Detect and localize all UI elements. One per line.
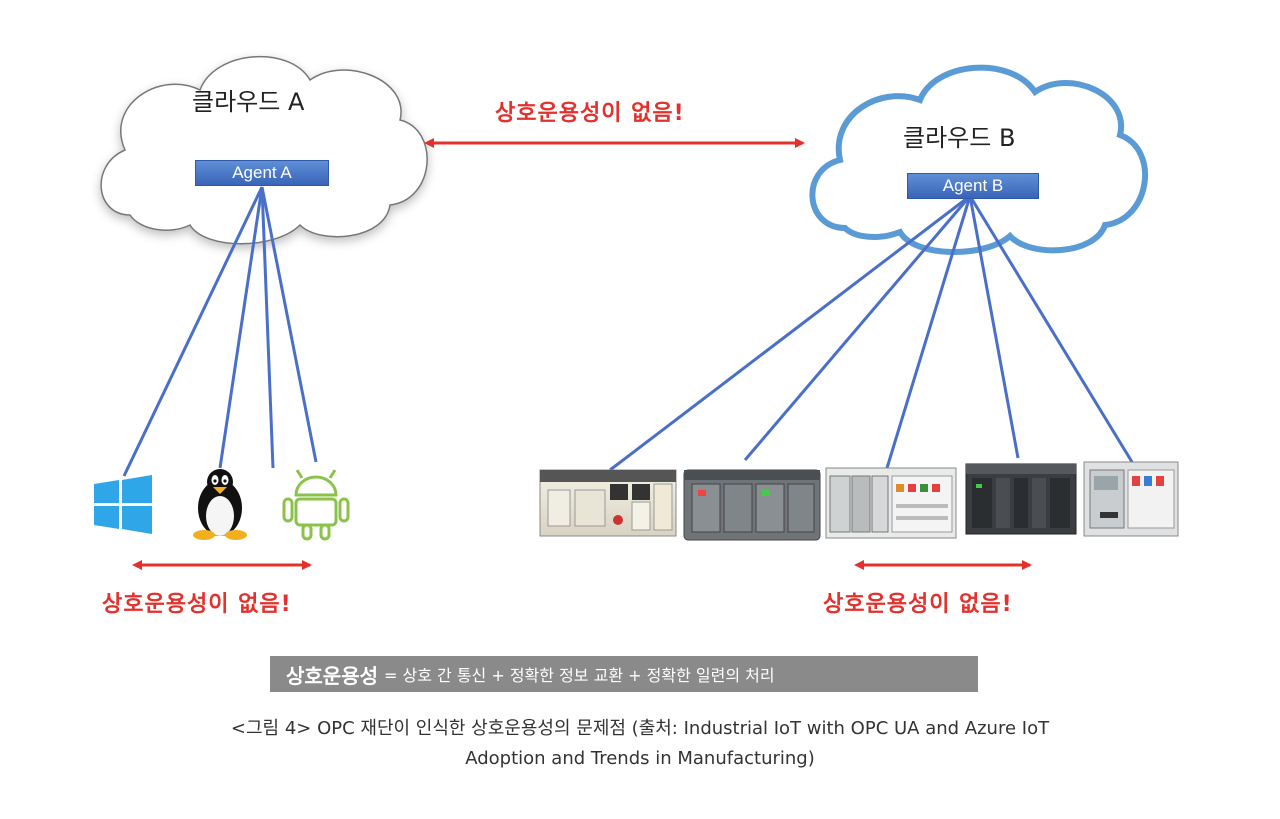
agent-a-links [122,186,318,477]
interoperability-definition-banner: 상호운용성 = 상호 간 통신 + 정확한 정보 교환 + 정확한 일련의 처리 [270,656,978,692]
plc-device-5 [1083,461,1179,537]
agent-b-box: Agent B [907,173,1039,199]
figure-caption-line-2: Adoption and Trends in Manufacturing) [465,748,815,769]
plc-device-3 [825,467,957,539]
android-icon [282,469,350,541]
figure-caption-line-1: <그림 4> OPC 재단이 인식한 상호운용성의 문제점 (출처: Indus… [230,718,1050,739]
plc-device-1 [539,469,677,537]
plc-device-2 [683,469,821,541]
definition-term: 상호운용성 [286,663,378,688]
top-no-interop-label: 상호운용성이 없음! [495,101,685,126]
plc-device-4 [965,463,1077,535]
cloud-a-title: 클라우드 A [192,88,305,116]
os-no-interop-label: 상호운용성이 없음! [102,592,292,617]
cloud-b-title: 클라우드 B [903,124,1016,152]
linux-penguin-icon [193,469,247,540]
windows-icon [94,475,152,534]
plc-no-interop-label: 상호운용성이 없음! [823,592,1013,617]
cloud-a [100,55,428,245]
cloud-b [809,64,1148,255]
agent-a-box: Agent A [195,160,329,186]
agent-b-links [609,194,1134,472]
definition-formula: = 상호 간 통신 + 정확한 정보 교환 + 정확한 일련의 처리 [384,666,775,685]
